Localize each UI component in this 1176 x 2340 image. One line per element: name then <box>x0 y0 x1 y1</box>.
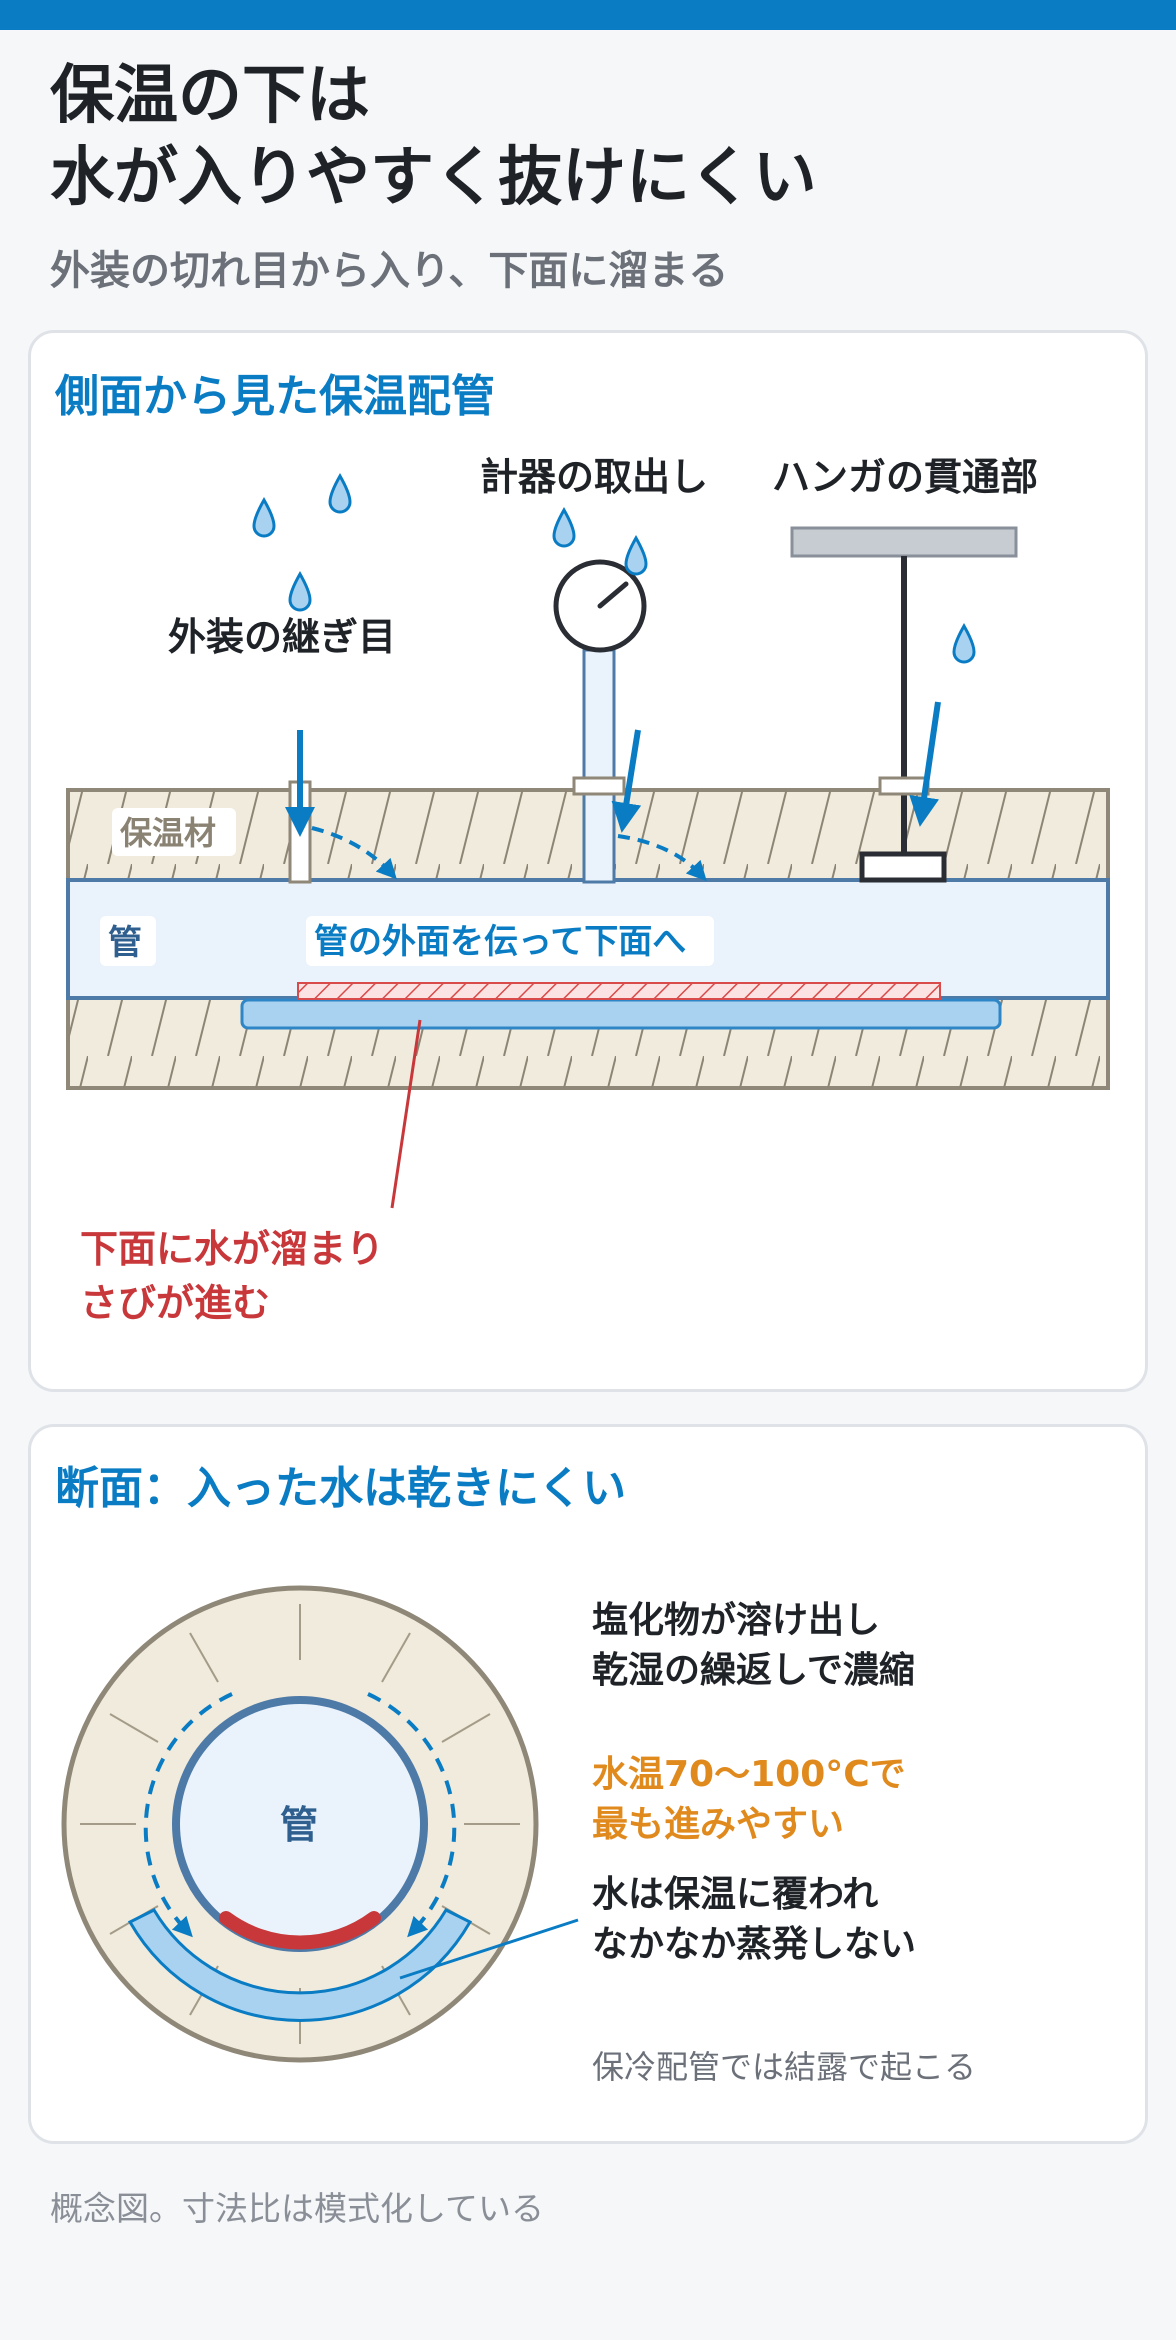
instrument-nozzle <box>582 648 616 884</box>
chloride-note-line-1: 塩化物が溶け出し <box>592 1600 880 1641</box>
footnote: 概念図。寸法比は模式化している <box>50 2189 545 2228</box>
seep-arrows <box>311 826 707 882</box>
gauge-icon <box>553 559 647 653</box>
inflow-arrow <box>909 701 941 827</box>
water-drop-icon <box>624 534 648 576</box>
water-drop-icon <box>328 472 352 514</box>
hanger-beam <box>790 526 1018 558</box>
pooled-water <box>240 998 1002 1030</box>
side-view-title: 側面から見た保温配管 <box>55 371 495 422</box>
pipe-label-bg <box>100 916 156 966</box>
evaporation-note-line-1: 水は保温に覆われ <box>592 1874 878 1915</box>
flow-label-bg <box>306 916 714 966</box>
page-title: 保温の下は 水が入りやすく抜けにくい <box>50 55 1130 219</box>
inflow-arrows <box>285 701 941 837</box>
hanger-label: ハンガの貫通部 <box>772 455 1038 499</box>
hanger-collar <box>878 776 930 796</box>
seep-arrow <box>311 826 397 880</box>
corrosion-zone <box>297 982 941 1000</box>
cold-piping-note: 保冷配管では結露で起こる <box>592 2048 976 2086</box>
cross-section-corrosion <box>219 1911 381 1950</box>
corrosion-label-line-2: さびが進む <box>80 1281 270 1325</box>
pipe-label: 管 <box>108 923 142 963</box>
water-drops <box>252 472 976 664</box>
water-drop-icon <box>552 506 576 548</box>
cross-section-pipe-label: 管 <box>280 1803 318 1847</box>
evaporation-note-line-2: なかなか蒸発しない <box>592 1924 916 1965</box>
instrument-label: 計器の取出し <box>480 455 708 499</box>
flow-arrow <box>367 1692 457 1938</box>
title-line-2: 水が入りやすく抜けにくい <box>50 141 817 215</box>
water-drop-icon <box>252 496 276 538</box>
seam-label: 外装の継ぎ目 <box>168 615 396 659</box>
flow-arrow <box>143 1692 233 1938</box>
temperature-note-line-2: 最も進みやすい <box>592 1804 844 1845</box>
flow-label: 管の外面を伝って下面へ <box>314 922 686 962</box>
top-accent-bar <box>0 0 1176 30</box>
insulation-label: 保温材 <box>120 814 216 852</box>
water-drop-icon <box>952 622 976 664</box>
cross-section-flow-arrows <box>143 1692 457 1938</box>
insulation-label-bg <box>112 808 236 856</box>
corrosion-leader-line <box>390 1019 422 1209</box>
cross-section-title: 断面：入った水は乾きにくい <box>55 1463 627 1514</box>
cross-section-water <box>127 1908 473 2022</box>
temperature-note-line-1: 水温70〜100°Cで <box>592 1754 906 1795</box>
title-line-1: 保温の下は <box>50 59 370 133</box>
water-leader-line <box>399 1918 579 1980</box>
chloride-note-line-2: 乾湿の繰返しで濃縮 <box>592 1650 915 1691</box>
instrument-collar <box>572 776 626 796</box>
hanger-clamp <box>859 851 947 883</box>
water-drop-icon <box>288 570 312 612</box>
page-subtitle: 外装の切れ目から入り、下面に溜まる <box>50 248 729 294</box>
inflow-arrow <box>611 729 642 833</box>
corrosion-label-line-1: 下面に水が溜まり <box>80 1227 384 1271</box>
seep-arrow <box>617 834 707 882</box>
